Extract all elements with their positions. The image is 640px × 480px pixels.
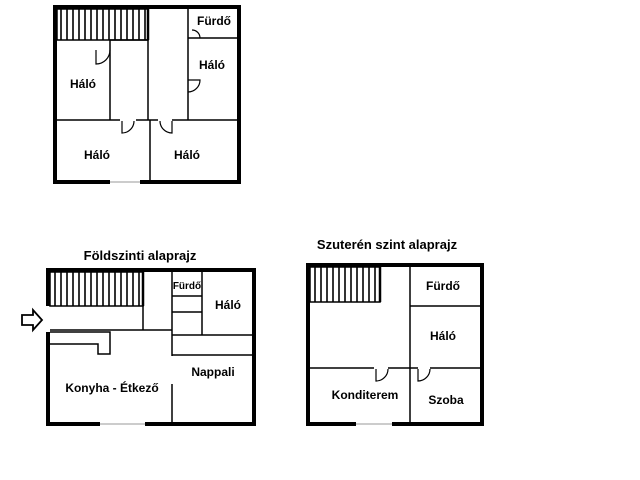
upper-room-label-halo-bottom-right: Háló: [174, 148, 200, 162]
upper-staircase: [56, 8, 150, 41]
upper-room-label-halo-bottom-left: Háló: [84, 148, 110, 162]
upper-door-bottom-left: [121, 120, 135, 134]
upper-door-left: [95, 49, 111, 65]
ground-floor-plan: Földszinti alaprajz: [21, 248, 256, 426]
upper-room-label-halo-right: Háló: [199, 58, 225, 72]
arrow-right-outline-icon: [21, 307, 44, 333]
basement-door-gym: [375, 368, 389, 382]
upper-outer-wall-left: [53, 5, 57, 184]
upper-outer-wall-top: [53, 5, 241, 9]
basement-room-label-furdo: Fürdő: [426, 279, 460, 293]
basement-plan-title: Szuterén szint alaprajz: [317, 237, 458, 252]
basement-room-label-konditerem: Konditerem: [332, 388, 399, 402]
upper-outer-wall-bottom: [53, 180, 241, 184]
upper-door-bath: [191, 29, 201, 39]
upper-room-label-halo-left: Háló: [70, 77, 96, 91]
ground-room-label-nappali: Nappali: [191, 365, 234, 379]
upper-floor-plan: Fürdő Háló Háló Háló Háló: [53, 5, 241, 184]
ground-room-label-furdo: Fürdő: [173, 281, 201, 292]
ground-room-label-halo: Háló: [215, 298, 241, 312]
ground-plan-title: Földszinti alaprajz: [84, 248, 197, 263]
upper-outer-wall-right: [237, 5, 241, 184]
basement-room-label-szoba: Szoba: [428, 393, 464, 407]
ground-staircase: [49, 271, 145, 307]
basement-room-label-halo: Háló: [430, 329, 456, 343]
upper-door-bottom-right: [159, 120, 173, 134]
ground-outer-wall-left-top: [46, 268, 50, 306]
kitchen-counter: [50, 331, 111, 355]
basement-floor-plan: Szuterén szint alaprajz: [306, 237, 484, 426]
ground-outer-wall-left-bottom: [46, 332, 50, 426]
basement-door-room: [417, 368, 431, 382]
ground-room-label-konyha: Konyha - Étkező: [65, 380, 158, 395]
upper-room-label-furdo: Fürdő: [197, 14, 231, 28]
upper-door-right: [187, 79, 201, 93]
basement-staircase: [309, 266, 382, 303]
